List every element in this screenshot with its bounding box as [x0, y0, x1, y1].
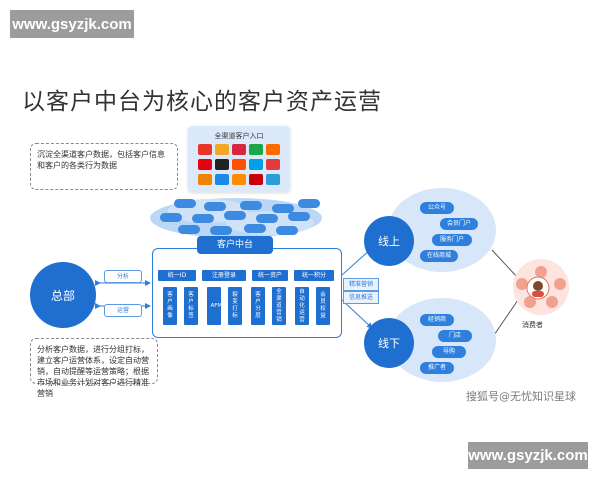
watermark-top: www.gsyzjk.com: [10, 10, 134, 38]
watermark-bottom: www.gsyzjk.com: [468, 442, 588, 469]
cloud-bubble: [224, 211, 246, 220]
channel-app-icon: [232, 144, 246, 155]
hub-column-text: 会员权益: [320, 292, 326, 319]
offline-item: 门店: [438, 330, 472, 342]
offline-item: 导购: [432, 346, 466, 358]
channel-app-icon: [198, 144, 212, 155]
channel-app-icon: [249, 159, 263, 170]
hub-column-text: 裂变打标: [232, 292, 238, 319]
channel-app-icon: [266, 159, 280, 170]
channel-app-icon: [249, 144, 263, 155]
channel-app-icon: [266, 174, 280, 185]
hub-column-text: 自动化运营: [299, 288, 305, 323]
cloud-bubble: [210, 226, 232, 235]
customer-hub-tag: 客户中台: [197, 236, 273, 254]
hub-column-text: 全渠道营销: [276, 288, 282, 323]
note-data-collection: 沉淀全渠道客户数据，包括客户信息和客户的各类行为数据: [30, 143, 178, 190]
page-title: 以客户中台为核心的客户资产运营: [22, 89, 382, 115]
consumer-group-icon: [513, 259, 569, 315]
offline-item: 经销商: [420, 314, 454, 326]
channel-app-icon: [232, 174, 246, 185]
data-cloud: [148, 197, 324, 239]
hub-column: 客户画像: [163, 287, 177, 325]
operate-label: 运营: [104, 304, 142, 317]
hub-column-text: 客户标签: [188, 292, 194, 319]
channel-app-icon: [215, 174, 229, 185]
offline-item: 推广者: [420, 362, 454, 374]
hub-column: 裂变打标: [228, 287, 242, 325]
hub-header: 统一ID: [158, 270, 196, 281]
cloud-bubble: [178, 225, 200, 234]
info-push-label: 信息推送: [343, 291, 379, 304]
hub-column: 自动化运营: [295, 287, 309, 325]
channel-app-icon: [215, 144, 229, 155]
cloud-bubble: [192, 214, 214, 223]
hub-column-text: 客户画像: [167, 292, 173, 319]
hub-header: 统一积分: [294, 270, 334, 281]
note-operation-strategy: 分析客户数据，进行分组打标，建立客户运营体系，设定自动营销，自动提醒等运营策略；…: [30, 338, 158, 398]
hub-column-text: 客户分层: [255, 292, 261, 319]
hub-column: 客户标签: [184, 287, 198, 325]
cloud-bubble: [298, 199, 320, 208]
online-item: 在线商城: [420, 250, 458, 262]
cloud-bubble: [174, 199, 196, 208]
channels-title: 全渠道客户入口: [214, 132, 264, 140]
channels-entry-panel: 全渠道客户入口: [188, 126, 290, 192]
cloud-bubble: [276, 226, 298, 235]
customer-hub-frame: [152, 248, 342, 338]
cloud-bubble: [160, 213, 182, 222]
hub-column: 全渠道营销: [272, 287, 286, 325]
cloud-bubble: [204, 202, 226, 211]
source-credit: 搜狐号@无忧知识星球: [466, 390, 576, 403]
cloud-bubble: [244, 224, 266, 233]
channel-app-icon: [249, 174, 263, 185]
channel-app-icon: [215, 159, 229, 170]
online-node: 线上: [364, 216, 414, 266]
cloud-bubble: [256, 214, 278, 223]
offline-node: 线下: [364, 318, 414, 368]
hub-header: 统一资产: [252, 270, 288, 281]
hub-column: AFM: [207, 287, 223, 325]
hub-column-text: AFM: [210, 302, 223, 309]
hub-header: 注册登录: [202, 270, 246, 281]
channel-app-icon: [266, 144, 280, 155]
channel-app-icon: [198, 159, 212, 170]
precision-marketing-label: 精准营销: [343, 278, 379, 291]
hub-column: 会员权益: [316, 287, 330, 325]
channel-app-icon: [198, 174, 212, 185]
cloud-bubble: [272, 204, 294, 213]
channel-app-icon: [232, 159, 246, 170]
headquarters-node: 总部: [30, 262, 96, 328]
hub-column: 客户分层: [251, 287, 265, 325]
online-item: 服务门户: [432, 234, 472, 246]
cloud-bubble: [240, 201, 262, 210]
online-item: 公众号: [420, 202, 454, 214]
online-item: 会员门户: [440, 218, 478, 230]
analyze-label: 分析: [104, 270, 142, 283]
consumer-label: 消费者: [522, 321, 543, 329]
cloud-bubble: [288, 212, 310, 221]
